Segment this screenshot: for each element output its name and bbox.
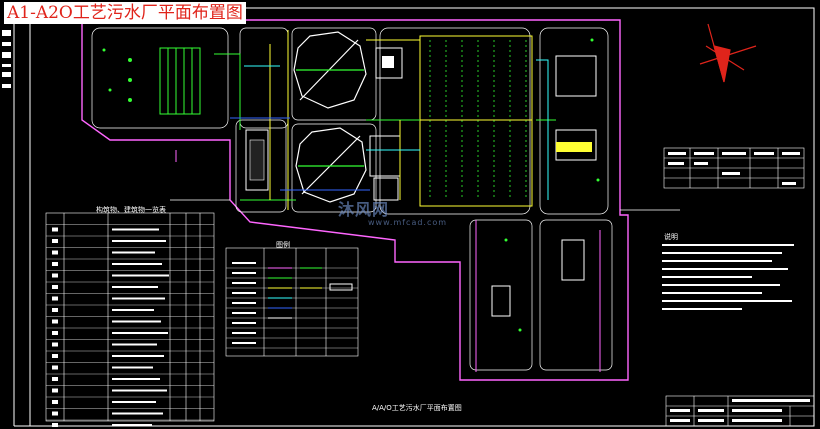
biological-tank-walls bbox=[419, 35, 533, 207]
title-block-cells bbox=[670, 399, 810, 422]
structures-table-number-mark bbox=[52, 319, 58, 324]
legend-table-label-mark bbox=[232, 282, 256, 284]
structures-table-number-mark bbox=[52, 342, 58, 347]
indicators-table-cells bbox=[668, 152, 800, 185]
watermark-url: www.mfcad.com bbox=[368, 218, 448, 227]
pipelines-yellow bbox=[269, 30, 420, 210]
inner-road bbox=[91, 27, 613, 371]
structures-table-rows bbox=[46, 224, 214, 427]
equipment-boxes bbox=[249, 56, 592, 181]
structures-table-number-mark bbox=[52, 400, 58, 404]
notes-lines bbox=[662, 244, 794, 310]
legend-table-label-mark bbox=[232, 342, 256, 344]
structures-table-cell-mark bbox=[112, 263, 162, 265]
structures-table-number-mark bbox=[52, 273, 58, 278]
structures-table-cell-mark bbox=[112, 228, 159, 231]
watermark-text: 沐风网 bbox=[338, 200, 390, 219]
pipelines-cyan bbox=[244, 59, 549, 200]
structures-table-number-mark bbox=[52, 411, 58, 416]
structures-table-cell-mark bbox=[112, 343, 157, 346]
structures-table-number-mark bbox=[52, 423, 58, 427]
structures-table-number-mark bbox=[52, 308, 58, 312]
structures-table-number-mark bbox=[52, 377, 58, 381]
buildings bbox=[245, 47, 597, 317]
north-arrow bbox=[699, 23, 757, 83]
bottom-caption: A/A/O工艺污水厂平面布置图 bbox=[372, 404, 462, 412]
structures-table-cell-mark bbox=[112, 332, 168, 334]
legend-table-rows bbox=[226, 262, 358, 349]
structures-table-cell-mark bbox=[112, 401, 156, 403]
structures-table-number-mark bbox=[52, 331, 58, 335]
structures-heading: 构筑物、建筑物一览表 bbox=[96, 206, 166, 214]
structures-table-number-mark bbox=[52, 250, 58, 255]
structures-table-cell-mark bbox=[112, 297, 165, 300]
legend-table-label-mark bbox=[232, 272, 256, 274]
structures-table-cell-mark bbox=[112, 286, 158, 288]
structures-table-number-mark bbox=[52, 365, 58, 370]
legend-symbols bbox=[268, 267, 353, 319]
structures-table-number-mark bbox=[52, 296, 58, 301]
legend-table-label-mark bbox=[232, 312, 256, 314]
structures-table-cell-mark bbox=[112, 240, 166, 242]
legend-table-label-mark bbox=[232, 322, 256, 324]
structures-table-number-mark bbox=[52, 388, 58, 393]
secondary-clarifier-north bbox=[293, 31, 367, 109]
legend-heading: 图例 bbox=[276, 241, 290, 249]
pipelines-magenta bbox=[175, 150, 601, 372]
structures-table-cell-mark bbox=[112, 355, 164, 357]
structures-table-number-mark bbox=[52, 239, 58, 243]
structures-table-number-mark bbox=[52, 227, 58, 232]
legend-table-label-mark bbox=[232, 292, 256, 294]
drawing-frame bbox=[13, 7, 815, 427]
legend-table-label-mark bbox=[232, 262, 256, 264]
structures-table-cell-mark bbox=[112, 412, 163, 415]
outfall-line bbox=[170, 199, 680, 211]
structures-table-cell-mark bbox=[112, 320, 161, 323]
structures-table-number-mark bbox=[52, 354, 58, 358]
structures-table-cell-mark bbox=[112, 378, 160, 380]
legend-table-label-mark bbox=[232, 332, 256, 334]
secondary-clarifier-south bbox=[295, 127, 367, 203]
indicators-table bbox=[663, 147, 805, 189]
structures-table-cell-mark bbox=[112, 309, 154, 311]
title-block bbox=[665, 395, 815, 427]
drawing-title: A1-A2O工艺污水厂平面布置图 bbox=[4, 2, 246, 24]
legend-table-label-mark bbox=[232, 302, 256, 304]
structures-table-number-mark bbox=[52, 262, 58, 266]
site-boundary bbox=[81, 19, 629, 381]
binding-margin bbox=[2, 30, 11, 88]
structures-table-cell-mark bbox=[112, 366, 153, 369]
structures-table-cell-mark bbox=[112, 389, 167, 392]
structures-table-cell-mark bbox=[112, 251, 155, 254]
structures-table-cell-mark bbox=[112, 424, 152, 426]
structures-table-cell-mark bbox=[112, 274, 169, 277]
pipelines-blue bbox=[230, 117, 370, 191]
structures-table-number-mark bbox=[52, 285, 58, 289]
watermark: 沐风网 www.mfcad.com bbox=[338, 196, 446, 227]
pipelines-green bbox=[214, 53, 556, 201]
aeration-tanks bbox=[159, 47, 201, 115]
notes-heading: 说明 bbox=[664, 233, 678, 241]
landscape-trees bbox=[102, 38, 600, 332]
